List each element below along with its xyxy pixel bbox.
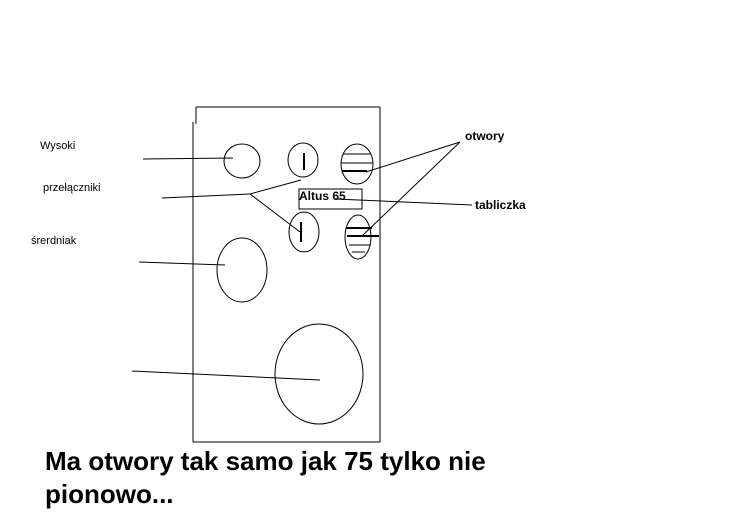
nameplate-text: Altus 65 [299, 189, 346, 203]
nameplate: Altus 65 [298, 188, 363, 210]
tweeter [223, 143, 261, 179]
switch-bottom [288, 211, 320, 253]
midrange [216, 237, 268, 303]
leader-lines [131, 141, 473, 381]
label-switches: przełączniki [43, 182, 100, 194]
woofer [274, 323, 364, 425]
hole-bottom [344, 214, 379, 260]
hole-top [340, 143, 374, 185]
caption-line-1: Ma otwory tak samo jak 75 tylko nie [45, 446, 486, 476]
caption: Ma otwory tak samo jak 75 tylko nie pion… [45, 445, 605, 511]
label-tweeter: Wysoki [40, 140, 75, 152]
caption-line-2: pionowo... [45, 479, 174, 509]
label-plate: tabliczka [475, 198, 526, 212]
switch-top [287, 142, 319, 178]
label-midrange: śrerdniak [31, 235, 77, 247]
label-holes: otwory [465, 129, 505, 143]
speaker-box [192, 106, 381, 443]
